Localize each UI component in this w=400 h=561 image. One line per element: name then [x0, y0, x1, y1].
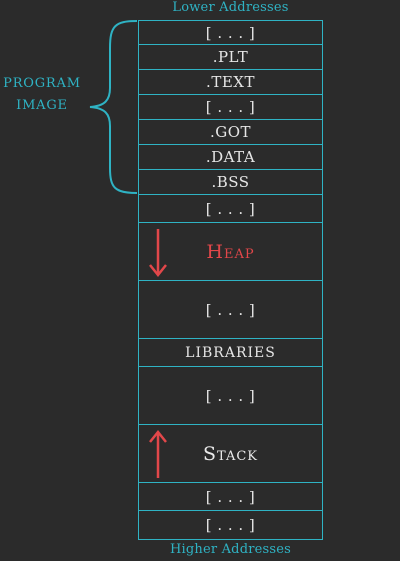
segment-gap: [ . . . ] — [139, 281, 322, 339]
lower-addresses-label: Lower Addresses — [172, 0, 289, 15]
segment-gap: [ . . . ] — [139, 367, 322, 425]
program-label-line1: PROGRAM — [3, 76, 81, 91]
segment-heap: Heap — [139, 223, 322, 281]
segment-gap: [ . . . ] — [139, 195, 322, 223]
segment-got: .GOT — [139, 120, 322, 145]
segment-gap: [ . . . ] — [139, 21, 322, 45]
segment-plt: .PLT — [139, 45, 322, 70]
segment-gap: [ . . . ] — [205, 516, 256, 534]
segment-stack: Stack — [139, 425, 322, 483]
program-image-brace — [89, 20, 138, 194]
segment-libraries: LIBRARIES — [139, 339, 322, 367]
segment-gap: [ . . . ] — [139, 483, 322, 511]
program-image-label: PROGRAM IMAGE — [0, 73, 84, 117]
segment-text: .TEXT — [139, 70, 322, 95]
segment-bss: .BSS — [139, 170, 322, 195]
program-label-line2: IMAGE — [16, 98, 68, 113]
arrow-down-icon — [149, 229, 167, 278]
arrow-up-icon — [149, 429, 167, 478]
higher-addresses-label: Higher Addresses — [169, 542, 292, 557]
segment-gap: [ . . . ] — [139, 95, 322, 120]
memory-layout-stack: [ . . . ] .PLT .TEXT [ . . . ] .GOT .DAT… — [138, 20, 323, 540]
segment-data: .DATA — [139, 145, 322, 170]
